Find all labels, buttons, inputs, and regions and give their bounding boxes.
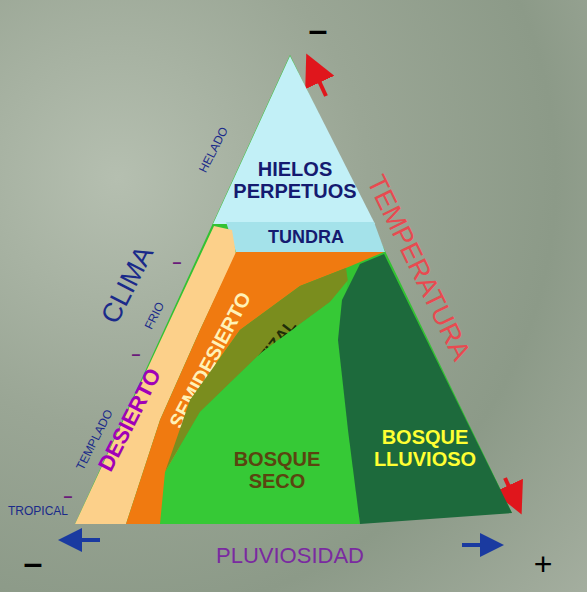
- climate-label: TEMPLADO: [74, 408, 116, 473]
- tick-mark: –: [173, 254, 182, 272]
- region-shape: [213, 56, 375, 224]
- region-shape: [160, 280, 360, 524]
- rainfall-arrow: [70, 538, 100, 542]
- rainfall-arrow: [462, 543, 492, 547]
- climate-label: TROPICAL: [8, 505, 68, 518]
- minus-sign: –: [24, 544, 43, 581]
- climate-label: HELADO: [197, 125, 231, 175]
- tick-mark: –: [64, 488, 73, 506]
- temperature-arrow: [313, 68, 326, 96]
- minus-sign: –: [309, 11, 328, 48]
- axis-title: TEMPERATURA: [360, 171, 475, 366]
- region-name: HIELOS PERPETUOS: [230, 158, 360, 202]
- biome-region: HIELOS PERPETUOS: [213, 56, 375, 224]
- region-name: TUNDRA: [236, 228, 376, 248]
- region-name: BOSQUE LLUVIOSO: [355, 426, 495, 470]
- biome-triangle: [75, 55, 512, 524]
- tick-mark: –: [132, 346, 141, 364]
- climate-label: FRIO: [143, 300, 168, 332]
- region-shape: [226, 222, 385, 252]
- biome-region: BOSQUE SECO: [160, 280, 360, 524]
- biome-region: TUNDRA: [226, 222, 385, 252]
- plus-sign: +: [534, 547, 553, 582]
- temperature-arrow: [505, 478, 515, 500]
- axis-title: PLUVIOSIDAD: [216, 544, 364, 568]
- region-name: BOSQUE SECO: [222, 448, 332, 492]
